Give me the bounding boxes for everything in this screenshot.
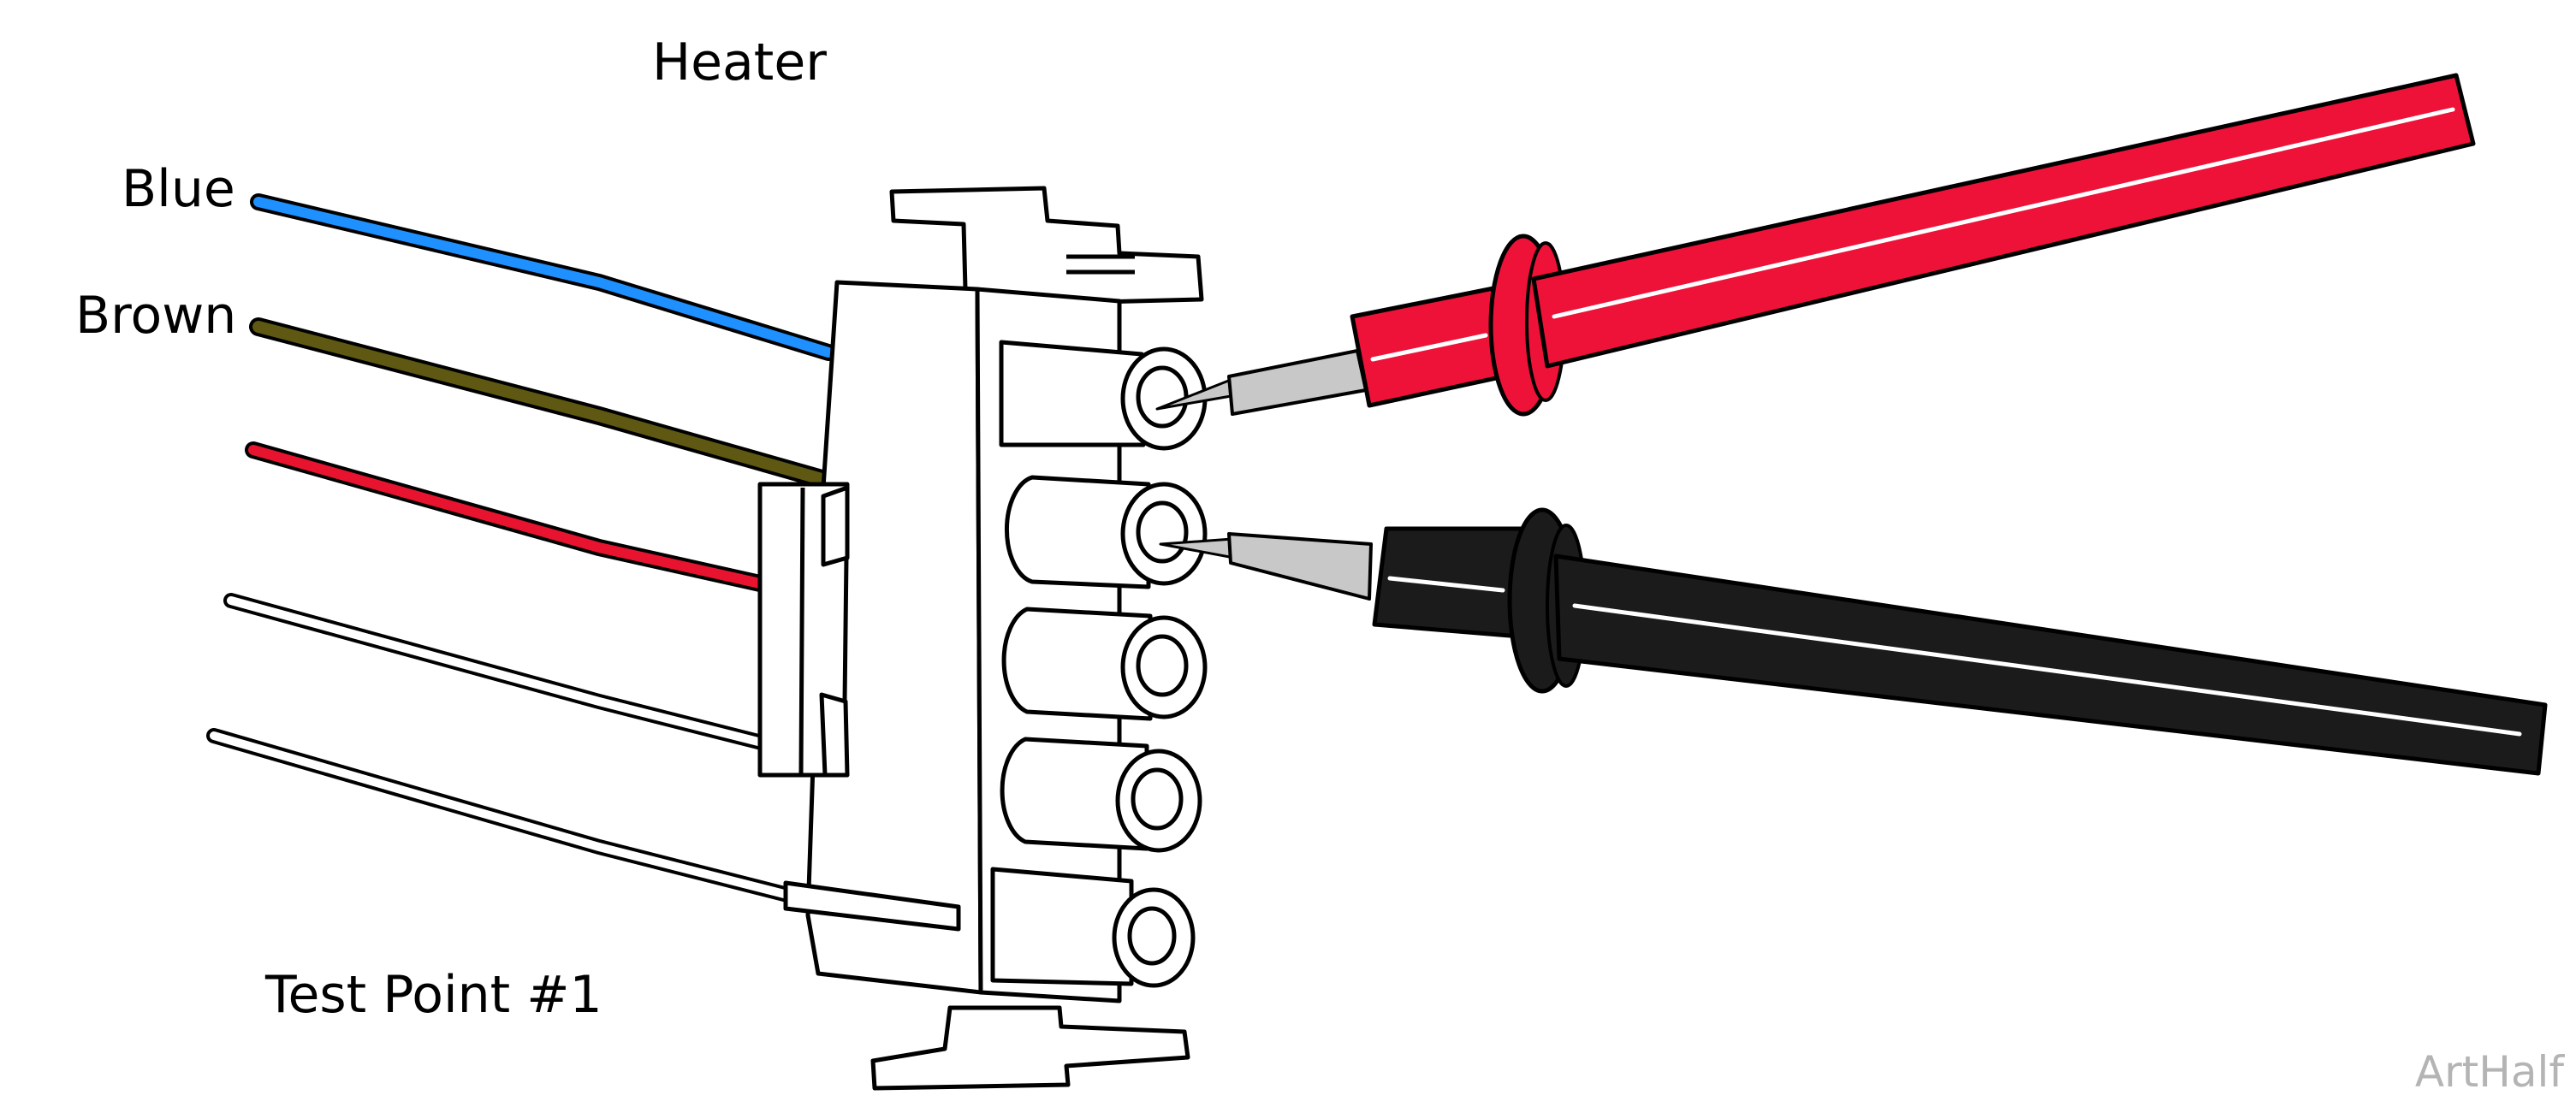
brown-wire-label: Brown	[75, 286, 237, 346]
black-test-probe	[1159, 507, 2548, 776]
red-wire	[245, 441, 769, 592]
black-probe-handle	[1553, 554, 2548, 776]
test-point-label: Test Point #1	[265, 965, 602, 1025]
black-probe-shank	[1227, 532, 1373, 601]
pin-1	[999, 340, 1208, 451]
brown-wire	[249, 317, 831, 488]
bottom-latch	[870, 1005, 1190, 1091]
blue-wire	[250, 193, 837, 361]
red-test-probe	[1155, 73, 2476, 417]
connector-housing	[757, 186, 1208, 1091]
pin-cavities	[990, 340, 1208, 988]
blue-wire-label: Blue	[122, 159, 235, 219]
wires	[206, 193, 837, 906]
red-probe-handle	[1531, 73, 2476, 369]
red-probe-shank	[1227, 349, 1368, 416]
pin-4	[1000, 737, 1202, 853]
pin-2	[1004, 475, 1208, 589]
white-wire-lower	[206, 728, 809, 906]
white-wire-upper	[223, 593, 769, 750]
heater-label: Heater	[652, 33, 827, 92]
pin-5	[990, 867, 1196, 988]
watermark-text: ArtHalf	[2414, 1047, 2564, 1097]
pin-3	[1001, 607, 1208, 721]
